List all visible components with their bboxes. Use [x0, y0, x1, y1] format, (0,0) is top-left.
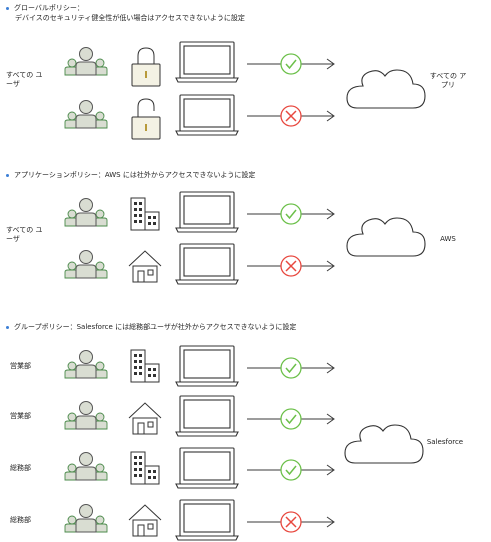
allow-check-icon	[280, 357, 302, 379]
deny-cross-icon	[280, 255, 302, 277]
target-label-all-apps: すべての ア プリ	[429, 72, 467, 89]
house-icon	[128, 402, 162, 435]
laptop-icon	[175, 447, 239, 489]
section-1-heading-line2: デバイスのセキュリティ健全性が低い場合はアクセスできないように設定	[15, 14, 245, 22]
section-2-heading: アプリケーションポリシー：AWS には社外からアクセスできないように設定	[6, 170, 255, 180]
target-label-salesforce: Salesforce	[426, 438, 464, 446]
cloud-icon	[346, 217, 426, 257]
section-3-heading: グループポリシー：Salesforce には総務部ユーザが社外からアクセスできな…	[6, 322, 296, 332]
deny-cross-icon	[280, 105, 302, 127]
laptop-icon	[175, 499, 239, 541]
allow-check-icon	[280, 203, 302, 225]
cloud-icon	[344, 424, 424, 464]
laptop-icon	[175, 345, 239, 387]
allow-check-icon	[280, 408, 302, 430]
laptop-icon	[175, 395, 239, 437]
house-icon	[128, 504, 162, 537]
user-group-icon	[65, 101, 107, 129]
target-label-aws: AWS	[440, 235, 456, 243]
group-label-general-affairs: 総務部	[10, 464, 31, 472]
bullet-icon	[6, 325, 9, 329]
group-label-all-users: すべての ユ ーザ	[6, 226, 43, 243]
lock-open-icon	[131, 98, 161, 140]
group-label-sales: 営業部	[10, 362, 31, 370]
user-group-icon	[65, 453, 107, 481]
user-group-icon	[65, 505, 107, 533]
user-group-icon	[65, 251, 107, 279]
group-label-all-users: すべての ユ ーザ	[6, 71, 43, 88]
bullet-icon	[6, 173, 9, 177]
cloud-icon	[346, 69, 426, 109]
group-label-sales: 営業部	[10, 412, 31, 420]
user-group-icon	[65, 402, 107, 430]
allow-check-icon	[280, 53, 302, 75]
office-building-icon	[130, 349, 160, 383]
house-icon	[128, 250, 162, 283]
office-building-icon	[130, 451, 160, 485]
user-group-icon	[65, 199, 107, 227]
lock-closed-icon	[131, 47, 161, 87]
user-group-icon	[65, 351, 107, 379]
allow-check-icon	[280, 459, 302, 481]
laptop-icon	[175, 191, 239, 233]
bullet-icon	[6, 6, 9, 10]
deny-cross-icon	[280, 511, 302, 533]
laptop-icon	[175, 41, 239, 83]
section-1-heading: グローバルポリシー： デバイスのセキュリティ健全性が低い場合はアクセスできないよ…	[6, 3, 245, 23]
laptop-icon	[175, 243, 239, 285]
office-building-icon	[130, 197, 160, 231]
group-label-general-affairs: 総務部	[10, 516, 31, 524]
user-group-icon	[65, 48, 107, 76]
laptop-icon	[175, 94, 239, 136]
